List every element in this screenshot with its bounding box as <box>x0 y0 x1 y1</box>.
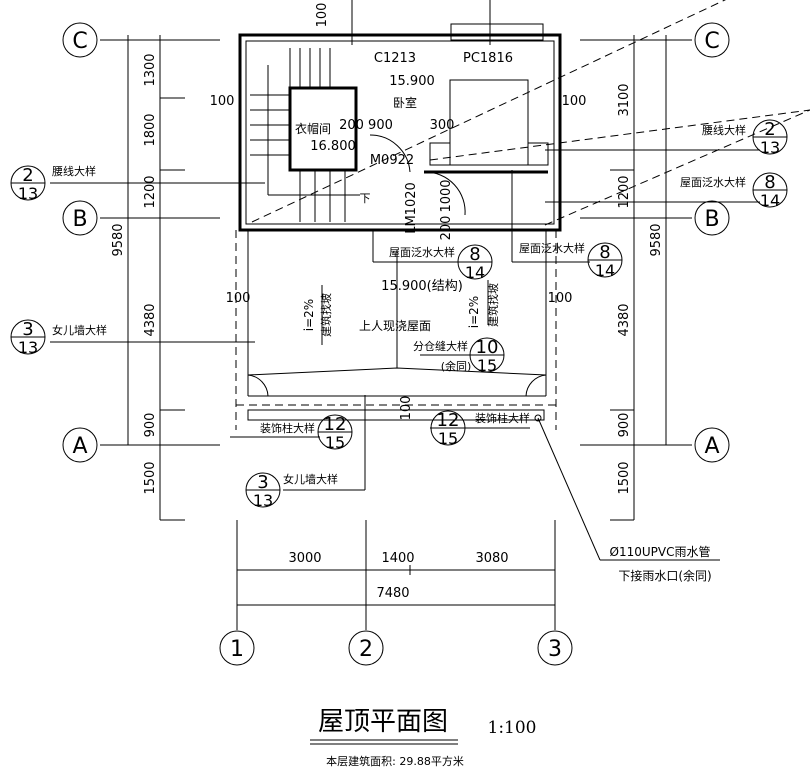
detail-reference-label: 腰线大样 <box>52 164 96 178</box>
detail-sheet: 13 <box>18 338 38 357</box>
dimension-text: 200 900 <box>339 118 393 133</box>
detail-reference-label: 屋面泛水大样 <box>389 245 455 259</box>
slope-text: 建筑找坡 <box>486 283 500 327</box>
dimension-text: 7480 <box>376 586 409 601</box>
dimension-text: 100 <box>399 396 414 421</box>
dimension-text: 1500 <box>617 461 632 494</box>
axis-bubble <box>537 630 573 666</box>
roof-label: 上人现浇屋面 <box>359 319 431 333</box>
dimension-text: 4380 <box>617 303 632 336</box>
room-label: 衣帽间 <box>295 121 331 136</box>
slope-text: i=2% <box>302 299 316 331</box>
detail-number: 8 <box>469 244 480 265</box>
detail-reference-note: (余同) <box>441 359 472 373</box>
room-label: 卧室 <box>393 95 417 110</box>
detail-number: 12 <box>437 410 460 431</box>
drawing-lines <box>50 0 810 630</box>
window-label: C1213 <box>374 51 416 66</box>
dimension-text: 3100 <box>617 83 632 116</box>
dimension-text: 1000 <box>439 179 454 212</box>
detail-number: 3 <box>22 319 33 340</box>
detail-sheet: 13 <box>760 138 780 157</box>
dimension-text: 100 <box>226 291 251 306</box>
elevation-text: 15.900 <box>389 74 435 89</box>
dimension-text: 900 <box>617 413 632 438</box>
door-label: LM1020 <box>404 182 419 234</box>
pipe-note: 下接雨水口(余同) <box>618 568 711 583</box>
detail-sheet: 15 <box>477 356 497 375</box>
axis-label: 2 <box>359 637 373 662</box>
detail-reference-label: 屋面泛水大样 <box>680 175 746 189</box>
axis-label: C <box>704 29 719 54</box>
axis-bubble <box>694 427 730 463</box>
axis-label: B <box>704 207 719 232</box>
slope-text: i=2% <box>467 296 481 328</box>
drawing-scale: 1:100 <box>488 718 537 738</box>
axis-label: A <box>704 434 719 459</box>
detail-sheet: 14 <box>760 191 780 210</box>
dimension-text: 4380 <box>143 303 158 336</box>
drawing-title: 屋顶平面图 <box>318 707 448 737</box>
detail-number: 2 <box>22 165 33 186</box>
dimension-text: 3080 <box>475 551 508 566</box>
axis-label: 1 <box>230 637 244 662</box>
elevation-text: 15.900(结构) <box>381 279 463 294</box>
dimension-text: 200 <box>439 216 454 241</box>
dimension-text: 1200 <box>617 175 632 208</box>
detail-reference-label: 女儿墙大样 <box>283 472 338 486</box>
dimension-text: 1500 <box>143 461 158 494</box>
axis-bubble <box>694 200 730 236</box>
dimension-text: 1400 <box>381 551 414 566</box>
detail-sheet: 14 <box>465 263 485 282</box>
axis-label: B <box>72 207 87 232</box>
door-label: M0922 <box>370 153 414 168</box>
detail-reference-label: 女儿墙大样 <box>52 323 107 337</box>
detail-number: 2 <box>764 119 775 140</box>
axis-label: A <box>72 434 87 459</box>
detail-sheet: 14 <box>595 261 615 280</box>
dimension-text: 100 <box>548 291 573 306</box>
detail-number: 10 <box>476 337 499 358</box>
dimension-text: 9580 <box>111 223 126 256</box>
dimension-text: 100 <box>210 94 235 109</box>
detail-sheet: 15 <box>438 429 458 448</box>
detail-reference-label: 分仓缝大样 <box>413 339 468 353</box>
axis-bubble <box>62 200 98 236</box>
detail-number: 12 <box>324 414 347 435</box>
dimension-text: 900 <box>143 413 158 438</box>
detail-reference-label: 装饰柱大样 <box>260 421 315 435</box>
detail-reference-label: 屋面泛水大样 <box>519 241 585 255</box>
dimension-text: 100 <box>315 3 330 28</box>
elevation-text: 16.800 <box>310 139 356 154</box>
slope-text: 建筑找坡 <box>319 293 333 337</box>
detail-number: 3 <box>257 472 268 493</box>
window-label: PC1816 <box>463 51 513 66</box>
detail-reference-label: 装饰柱大样 <box>475 411 530 425</box>
detail-sheet: 13 <box>253 491 273 510</box>
detail-sheet: 13 <box>18 184 38 203</box>
detail-reference-label: 腰线大样 <box>702 123 746 137</box>
dimension-text: 100 <box>562 94 587 109</box>
dimension-text: 1800 <box>143 113 158 146</box>
dimension-text: 1200 <box>143 175 158 208</box>
axis-bubble <box>62 22 98 58</box>
axis-bubble <box>694 22 730 58</box>
axis-bubble <box>219 630 255 666</box>
axis-label: C <box>72 29 87 54</box>
axis-label: 3 <box>548 637 562 662</box>
axis-bubble <box>62 427 98 463</box>
dimension-text: 3000 <box>288 551 321 566</box>
stair-direction: 下 <box>360 192 371 205</box>
dimension-text: 9580 <box>649 223 664 256</box>
stair <box>250 48 360 222</box>
dimension-text: 1300 <box>143 53 158 86</box>
detail-sheet: 15 <box>325 433 345 452</box>
detail-number: 8 <box>599 242 610 263</box>
area-note: 本层建筑面积: 29.88平方米 <box>326 754 464 768</box>
dimension-text: 300 <box>430 118 455 133</box>
pipe-note: Ø110UPVC雨水管 <box>610 544 711 559</box>
detail-number: 8 <box>764 172 775 193</box>
axis-bubble <box>348 630 384 666</box>
